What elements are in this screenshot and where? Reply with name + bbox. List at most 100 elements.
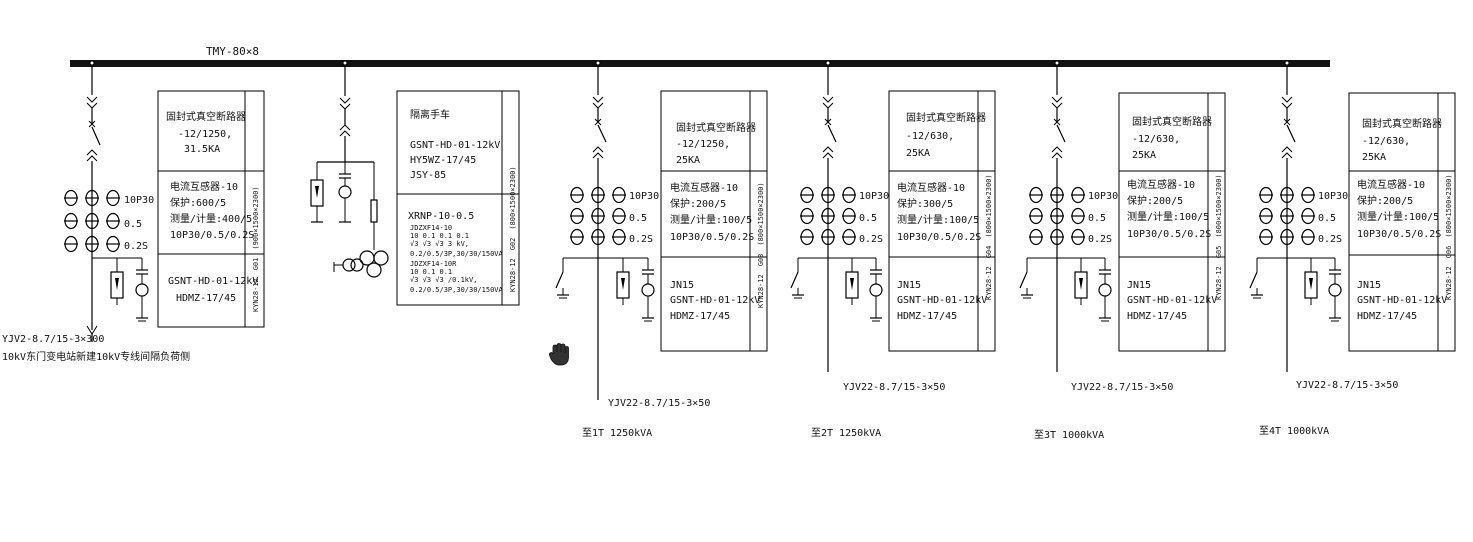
panel-g02: 隔离手车 GSNT-HD-01-12kV HY5WZ-17/45 JSY-85 … [310, 60, 520, 306]
g01-ct-line-2: 保护:600/5 [170, 196, 226, 209]
g06-side-label: KYN28-12G06(800×1500×2300) [1445, 174, 1453, 300]
g03-ct-line-1: 电流互感器-10 [670, 181, 738, 194]
g02-pt-line-7: √3 √3 √3 /0.1kV, [410, 276, 477, 284]
g05-cable-label: YJV22-8.7/15-3×50 [1071, 382, 1173, 393]
g01-info-box: 固封式真空断路器 -12/1250, 31.5KA 电流互感器-10 保护:60… [157, 90, 265, 328]
g05-grounding-switch [1019, 257, 1057, 299]
g04-ct-line-4: 10P30/0.5/0.2S [897, 232, 981, 243]
g06-switchgear [1281, 60, 1296, 372]
g03-ct-label-1: 10P30 [629, 191, 659, 202]
g05-lower-line-1: JN15 [1127, 280, 1151, 291]
g03-breaker-line-2: -12/1250, [676, 139, 730, 150]
g05-breaker-line-3: 25KA [1132, 150, 1156, 161]
g01-ct-line-3: 测量/计量:400/5 [170, 212, 252, 225]
g01-ct-line-4: 10P30/0.5/0.2S [170, 230, 254, 241]
g05-switchgear [1051, 60, 1066, 372]
g04-info-box: 固封式真空断路器 -12/630, 25KA 电流互感器-10 保护:300/5… [888, 90, 996, 352]
g06-ct-label-2: 0.5 [1318, 213, 1336, 224]
g04-breaker-line-2: -12/630, [906, 131, 954, 142]
panel-g06: 10P30 0.5 0.2S [1249, 60, 1456, 437]
g02-pt-line-6: 10 0.1 0.1 [410, 268, 452, 276]
g03-grounding-switch [555, 257, 598, 299]
g03-lower-line-2: GSNT-HD-01-12kV [670, 295, 760, 306]
g06-ct-line-3: 测量/计量:100/5 [1357, 210, 1439, 223]
busbar-label: TMY-80×8 [206, 45, 259, 58]
g04-cable-label: YJV22-8.7/15-3×50 [843, 382, 945, 393]
panel-g01: 10P30 0.5 0.2S 固封式真空断路器 -12/1250, [2, 60, 265, 363]
g02-pt-line-1: JDZXF14-10 [410, 224, 452, 232]
g05-current-transformers: 10P30 0.5 0.2S [1029, 186, 1118, 246]
g01-ct-line-1: 电流互感器-10 [170, 180, 238, 193]
g04-lower-line-3: HDMZ-17/45 [897, 311, 957, 322]
busbar [70, 60, 1330, 67]
feeder-note: 10kV东门变电站新建10kV专线间隔负荷侧 [2, 350, 190, 363]
g02-switchgear [310, 60, 378, 250]
g05-ct-line-1: 电流互感器-10 [1127, 178, 1195, 191]
g01-arrester-indicator [92, 257, 149, 322]
g04-breaker-line-3: 25KA [906, 148, 930, 159]
g03-info-box: 固封式真空断路器 -12/1250, 25KA 电流互感器-10 保护:200/… [660, 90, 768, 352]
g03-switchgear [592, 60, 607, 400]
g03-cable-label: YJV22-8.7/15-3×50 [608, 398, 710, 409]
g05-ct-label-1: 10P30 [1088, 191, 1118, 202]
g04-switchgear [822, 60, 837, 372]
g04-breaker-line-1: 固封式真空断路器 [906, 111, 986, 124]
g03-breaker-line-3: 25KA [676, 155, 700, 166]
g02-voltage-transformer [333, 250, 389, 278]
g03-current-transformers: 10P30 0.5 0.2S [570, 186, 659, 246]
g04-ct-line-3: 测量/计量:100/5 [897, 213, 979, 226]
g04-ct-label-1: 10P30 [859, 191, 889, 202]
g03-ct-line-3: 测量/计量:100/5 [670, 213, 752, 226]
g03-destination: 至1T 1250kVA [582, 427, 652, 439]
g02-fuse: XRNP-10-0.5 [408, 211, 474, 222]
feeder-cable-label: YJV2-8.7/15-3×300 [2, 334, 104, 345]
g02-upper-line-4: JSY-85 [410, 170, 446, 181]
g03-side-label: KYN28-12G03(800×1500×2300) [757, 182, 765, 308]
g06-ct-label-1: 10P30 [1318, 191, 1348, 202]
g06-ct-line-1: 电流互感器-10 [1357, 178, 1425, 191]
g02-pt-line-2: 10 0.1 0.1 0.1 [410, 232, 469, 240]
g04-ct-label-2: 0.5 [859, 213, 877, 224]
g06-breaker-line-3: 25KA [1362, 152, 1386, 163]
g02-side-label: KYN28-12G02(800×1500×2300) [509, 166, 517, 292]
g04-destination: 至2T 1250kVA [811, 427, 881, 439]
g02-info-box: 隔离手车 GSNT-HD-01-12kV HY5WZ-17/45 JSY-85 … [396, 90, 520, 306]
g02-pt-line-8: 0.2/0.5/3P,30/30/150VA [410, 286, 504, 294]
g03-ct-line-2: 保护:200/5 [670, 197, 726, 210]
g06-ct-label-3: 0.2S [1318, 234, 1342, 245]
g03-breaker-line-1: 固封式真空断路器 [676, 121, 756, 134]
g06-lower-line-3: HDMZ-17/45 [1357, 311, 1417, 322]
g05-ct-label-2: 0.5 [1088, 213, 1106, 224]
g02-pt-line-3: √3 √3 √3 3 kV, [410, 240, 469, 248]
g04-side-label: KYN28-12G04(800×1500×2300) [985, 174, 993, 300]
g06-info-box: 固封式真空断路器 -12/630, 25KA 电流互感器-10 保护:200/5… [1348, 92, 1456, 352]
g04-grounding-switch [790, 257, 828, 299]
g06-arrester-indicator [1287, 257, 1342, 322]
g02-upper-line-1: 隔离手车 [410, 108, 450, 121]
g06-ct-line-2: 保护:200/5 [1357, 194, 1413, 207]
g05-destination: 至3T 1000kVA [1034, 429, 1104, 441]
g06-breaker-line-1: 固封式真空断路器 [1362, 117, 1442, 130]
g04-lower-line-1: JN15 [897, 280, 921, 291]
g02-upper-line-2: GSNT-HD-01-12kV [410, 140, 500, 151]
g05-breaker-line-2: -12/630, [1132, 134, 1180, 145]
g03-ct-label-2: 0.5 [629, 213, 647, 224]
panel-g04: 10P30 0.5 0.2S [790, 60, 996, 439]
g01-ct-label-1: 10P30 [124, 195, 154, 206]
g05-arrester-indicator [1057, 257, 1112, 322]
g06-destination: 至4T 1000kVA [1259, 425, 1329, 437]
g01-current-transformers: 10P30 0.5 0.2S [64, 189, 154, 253]
g01-side-label: KYN28-12G01(900×1500×2300) [252, 186, 260, 312]
g05-ct-label-3: 0.2S [1088, 234, 1112, 245]
g03-ct-line-4: 10P30/0.5/0.2S [670, 232, 754, 243]
g04-ct-line-2: 保护:300/5 [897, 197, 953, 210]
g03-lower-line-3: HDMZ-17/45 [670, 311, 730, 322]
g01-breaker-line-2: -12/1250, [178, 129, 232, 140]
g06-lower-line-2: GSNT-HD-01-12kV [1357, 295, 1447, 306]
g06-lower-line-1: JN15 [1357, 280, 1381, 291]
g03-arrester-indicator [598, 257, 655, 322]
g01-breaker-line-1: 固封式真空断路器 [166, 110, 246, 123]
g06-ct-line-4: 10P30/0.5/0.2S [1357, 229, 1441, 240]
g05-ct-line-2: 保护:200/5 [1127, 194, 1183, 207]
